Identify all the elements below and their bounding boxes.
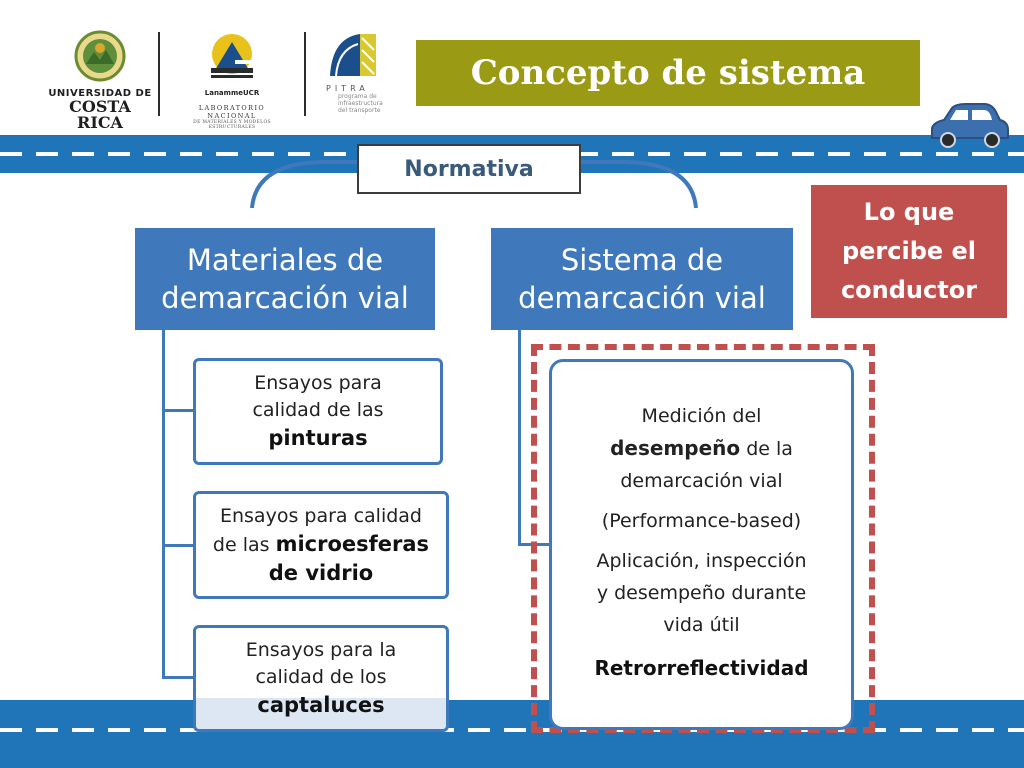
pitra-sub-line3: del transporte bbox=[338, 107, 381, 114]
pinturas-box: Ensayos para calidad de las pinturas bbox=[193, 358, 443, 465]
sistema-header-line1: Sistema de bbox=[560, 243, 724, 277]
road-dashes-bottom bbox=[0, 728, 1024, 732]
lanamme-lab: LABORATORIO NACIONAL bbox=[198, 104, 266, 120]
microesferas-bold: de vidrio bbox=[268, 560, 374, 585]
pinturas-line1: Ensayos para bbox=[254, 372, 382, 394]
normativa-label: Normativa bbox=[404, 156, 534, 182]
ucr-name-line2: COSTA RICA bbox=[69, 97, 131, 132]
tree-branch bbox=[162, 409, 194, 412]
captaluces-line2: calidad de los bbox=[255, 666, 387, 688]
sistema-header: Sistema de demarcación vial bbox=[491, 228, 793, 330]
microesferas-line1: Ensayos para calidad bbox=[219, 504, 422, 527]
tree-branch bbox=[162, 676, 194, 679]
captaluces-bold: captaluces bbox=[257, 693, 385, 717]
captaluces-box: Ensayos para la calidad de los captaluce… bbox=[193, 625, 449, 732]
sistema-tree-trunk bbox=[518, 330, 521, 546]
pitra-name: PITRA bbox=[326, 84, 369, 93]
driver-line1: Lo que bbox=[863, 198, 955, 226]
ucr-name-line1: UNIVERSIDAD DE bbox=[48, 88, 152, 99]
desempeno-line1: Medición del bbox=[641, 405, 762, 427]
lanamme-sub: DE MATERIALES Y MODELOS ESTRUCTURALES bbox=[193, 120, 271, 130]
normativa-box: Normativa bbox=[357, 144, 581, 194]
ucr-emblem-icon bbox=[74, 30, 126, 82]
materiales-header-line2: demarcación vial bbox=[161, 281, 409, 315]
lanamme-emblem-icon bbox=[211, 34, 253, 78]
logo-divider bbox=[158, 32, 160, 116]
driver-line2: percibe el bbox=[841, 237, 977, 265]
materiales-header-line1: Materiales de bbox=[186, 243, 384, 277]
retrorreflectividad: Retrorreflectividad bbox=[594, 656, 809, 680]
sistema-header-line2: demarcación vial bbox=[518, 281, 766, 315]
performance-based: (Performance-based) bbox=[601, 510, 802, 532]
desempeno-line2-rest: de la bbox=[746, 438, 793, 460]
materiales-tree-trunk bbox=[162, 330, 165, 678]
microesferas-box: Ensayos para calidad de las microesferas… bbox=[193, 491, 449, 599]
lanamme-name: LanammeUCR bbox=[204, 89, 260, 97]
lanamme-logo: LanammeUCR LABORATORIO NACIONAL DE MATER… bbox=[176, 30, 288, 130]
car-icon bbox=[931, 103, 1009, 148]
desempeno-line3: demarcación vial bbox=[620, 470, 783, 492]
driver-perception-box: Lo que percibe el conductor bbox=[811, 185, 1007, 318]
aplicacion-line1: Aplicación, inspección bbox=[596, 550, 807, 572]
pitra-sub-line1: programa de bbox=[338, 93, 377, 100]
aplicacion-line2: y desempeño durante bbox=[596, 582, 807, 604]
captaluces-line1: Ensayos para la bbox=[245, 639, 397, 661]
pinturas-bold: pinturas bbox=[268, 426, 368, 450]
driver-line3: conductor bbox=[840, 276, 978, 304]
pitra-logo: PITRA programa de infraestructura del tr… bbox=[320, 28, 390, 120]
microesferas-line2: de las bbox=[212, 533, 270, 556]
aplicacion-line3: vida útil bbox=[663, 614, 740, 636]
pitra-sub-line2: infraestructura bbox=[338, 100, 383, 107]
materiales-header: Materiales de demarcación vial bbox=[135, 228, 435, 330]
highlight-dashed-frame bbox=[531, 344, 875, 733]
tree-branch bbox=[162, 544, 194, 547]
pitra-emblem-icon bbox=[330, 34, 376, 77]
desempeno-bold: desempeño bbox=[610, 436, 741, 460]
desempeno-box: Medición del desempeño de la demarcación… bbox=[549, 359, 854, 730]
pinturas-line2: calidad de las bbox=[252, 399, 384, 421]
title-banner: Concepto de sistema bbox=[416, 40, 920, 106]
ucr-logo: UNIVERSIDAD DE COSTA RICA bbox=[44, 30, 156, 131]
page-title: Concepto de sistema bbox=[470, 53, 866, 93]
microesferas-bold-inline: microesferas bbox=[275, 531, 430, 556]
logo-divider bbox=[304, 32, 306, 116]
